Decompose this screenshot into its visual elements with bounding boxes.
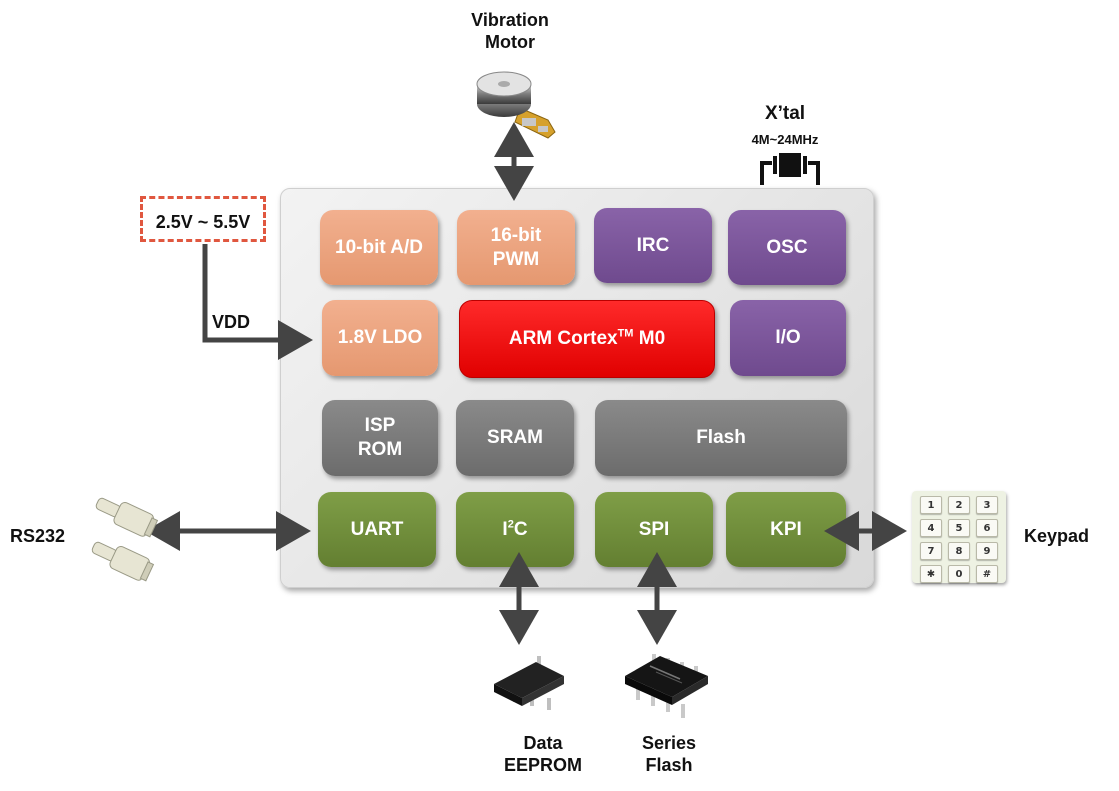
vdd-label: VDD <box>212 312 251 332</box>
io-block: I/O <box>730 300 846 376</box>
vdd-connector <box>202 244 313 360</box>
data-eeprom-label: Data EEPROM <box>503 733 582 775</box>
osc-block: OSC <box>728 210 846 285</box>
rs232-label: RS232 <box>10 526 66 546</box>
arm-core-label: ARM CortexTM M0 <box>508 327 666 350</box>
voltage-range-label: 2.5V ~ 5.5V <box>140 196 266 242</box>
xtal-frequency-label: 4M~24MHz <box>751 132 819 147</box>
ldo-block: 1.8V LDO <box>322 300 438 376</box>
arm-cortex-m0-block: ARM CortexTM M0 <box>459 300 715 378</box>
keypad-key: 2 <box>948 496 970 514</box>
keypad-key: 6 <box>976 519 998 537</box>
isp-rom-block: ISP ROM <box>322 400 438 476</box>
keypad-key: 1 <box>920 496 942 514</box>
eeprom-chip-icon <box>494 656 564 710</box>
adc-block: 10-bit A/D <box>320 210 438 285</box>
keypad-key: 5 <box>948 519 970 537</box>
pwm-block: 16-bit PWM <box>457 210 575 285</box>
keypad-key: # <box>976 565 998 583</box>
sram-block: SRAM <box>456 400 574 476</box>
keypad-key: 4 <box>920 519 942 537</box>
keypad-key: 0 <box>948 565 970 583</box>
irc-block: IRC <box>594 208 712 283</box>
rs232-connector-icon <box>91 497 159 582</box>
keypad-key: ✱ <box>920 565 942 583</box>
uart-block: UART <box>318 492 436 567</box>
vibration-motor-label: Vibration Motor <box>471 10 549 52</box>
keypad-key: 8 <box>948 542 970 560</box>
i2c-label: I2C <box>502 518 528 540</box>
crystal-icon <box>760 153 820 185</box>
series-flash-label: Series Flash <box>641 733 697 775</box>
keypad-key: 9 <box>976 542 998 560</box>
vibration-motor-icon <box>476 71 556 139</box>
keypad-key: 3 <box>976 496 998 514</box>
series-flash-chip-icon <box>625 654 708 718</box>
keypad-label: Keypad <box>1024 526 1090 546</box>
flash-block: Flash <box>595 400 847 476</box>
keypad-key: 7 <box>920 542 942 560</box>
xtal-label: X’tal <box>764 103 806 124</box>
